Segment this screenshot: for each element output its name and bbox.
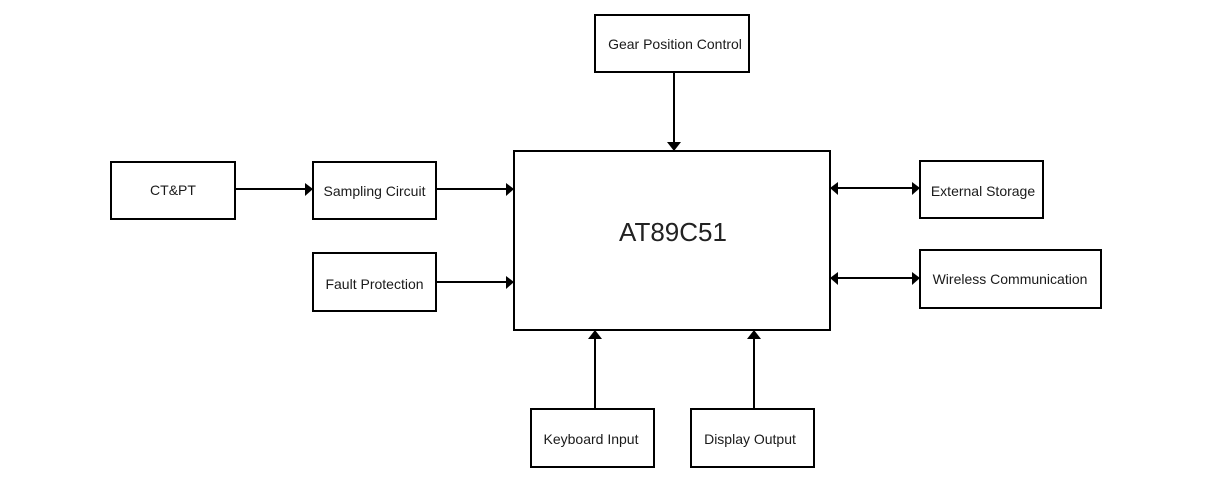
- arrow-gear-to-mcu: [667, 72, 681, 151]
- arrow-mcu-external-storage: [830, 182, 920, 195]
- arrowhead-up-icon: [747, 330, 761, 339]
- keyboard-input-label: Keyboard Input: [544, 431, 639, 447]
- arrow-keyboard-to-mcu: [588, 330, 602, 409]
- wireless-communication-label: Wireless Communication: [933, 271, 1088, 287]
- mcu-block: AT89C51: [513, 150, 831, 331]
- gear-position-control-label: Gear Position Control: [608, 36, 742, 52]
- sampling-circuit-label: Sampling Circuit: [324, 183, 426, 199]
- arrowhead-right-icon: [912, 272, 920, 285]
- arrow-mcu-wireless: [830, 272, 920, 285]
- external-storage-block: External Storage: [919, 160, 1044, 219]
- arrow-fault-to-mcu: [436, 276, 514, 289]
- ct-pt-label: CT&PT: [150, 182, 196, 198]
- arrowhead-right-icon: [506, 183, 514, 196]
- mcu-label: AT89C51: [619, 217, 727, 247]
- arrow-sampling-to-mcu: [436, 183, 514, 196]
- external-storage-label: External Storage: [931, 183, 1035, 199]
- arrowhead-down-icon: [667, 142, 681, 151]
- arrow-display-to-mcu: [747, 330, 761, 409]
- fault-protection-block: Fault Protection: [312, 252, 437, 312]
- display-output-label: Display Output: [704, 431, 796, 447]
- gear-position-control-block: Gear Position Control: [594, 14, 750, 73]
- arrowhead-right-icon: [305, 183, 313, 196]
- arrowhead-left-icon: [830, 272, 838, 285]
- arrowhead-left-icon: [830, 182, 838, 195]
- arrowhead-right-icon: [506, 276, 514, 289]
- arrowhead-up-icon: [588, 330, 602, 339]
- wireless-communication-block: Wireless Communication: [919, 249, 1102, 309]
- arrowhead-right-icon: [912, 182, 920, 195]
- fault-protection-label: Fault Protection: [325, 276, 423, 292]
- keyboard-input-block: Keyboard Input: [530, 408, 655, 468]
- display-output-block: Display Output: [690, 408, 815, 468]
- arrow-ctpt-to-sampling: [235, 183, 313, 196]
- ct-pt-block: CT&PT: [110, 161, 236, 220]
- sampling-circuit-block: Sampling Circuit: [312, 161, 437, 220]
